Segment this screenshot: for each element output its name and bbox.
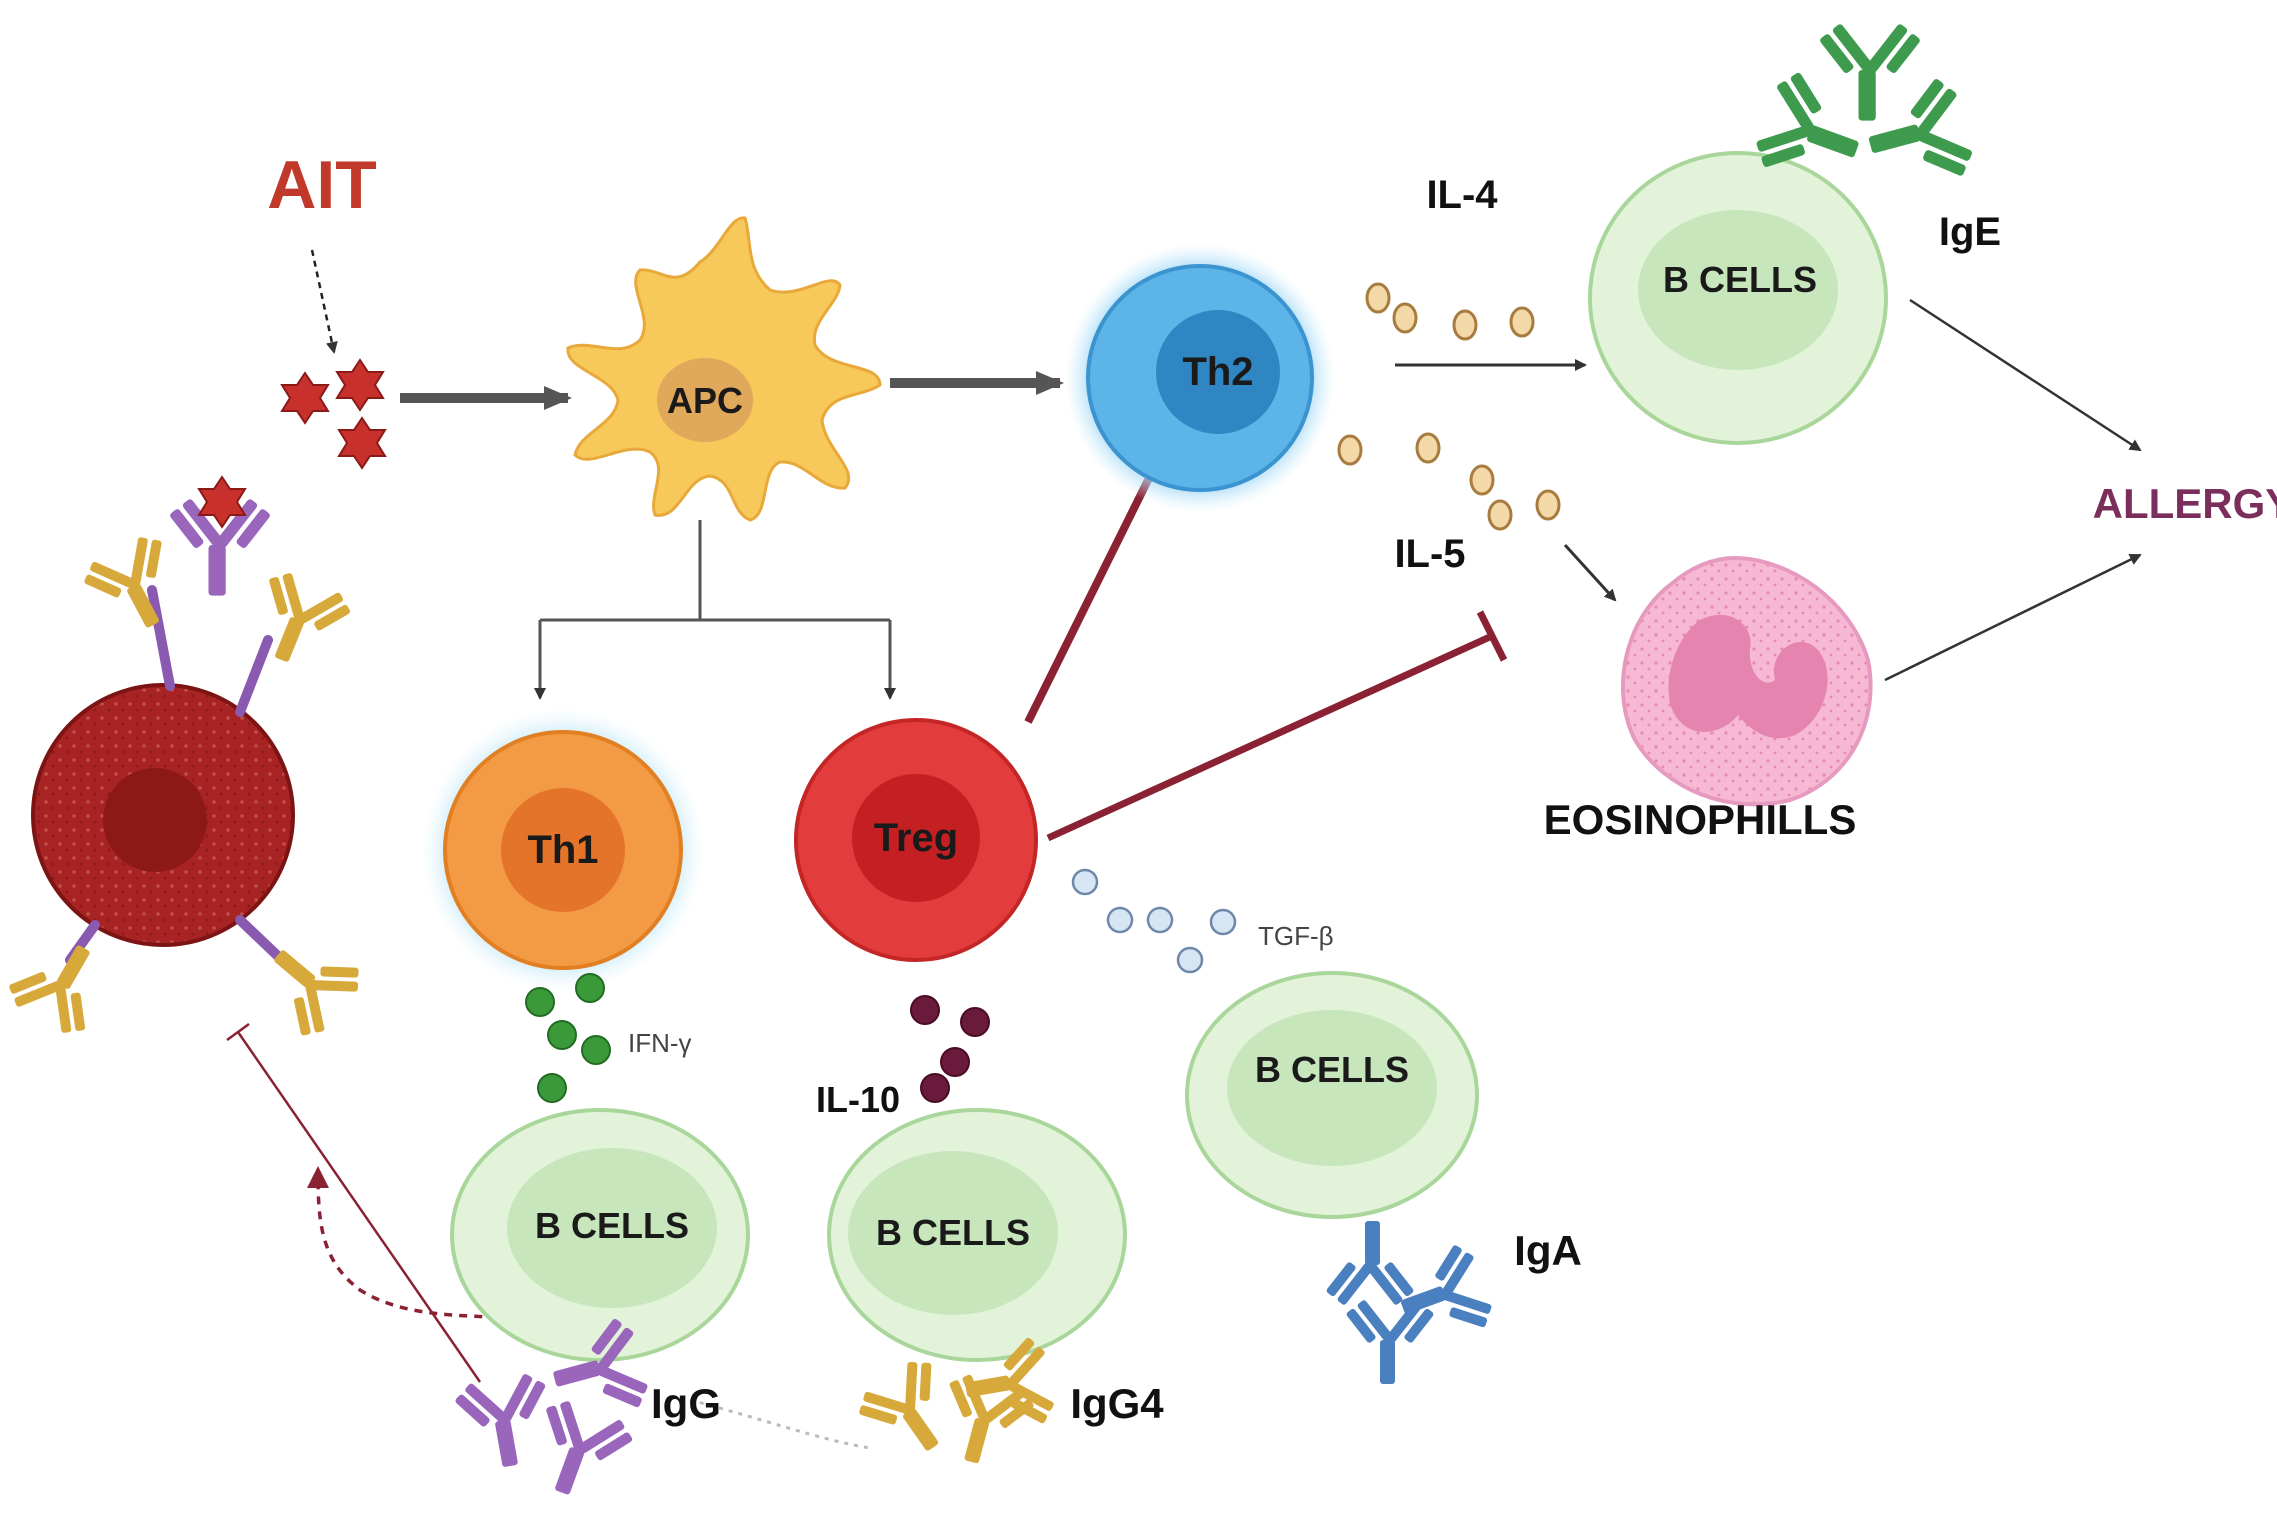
allergy-label: ALLERGY xyxy=(2093,480,2277,527)
th1-nucleus xyxy=(501,788,625,912)
iga-label: IgA xyxy=(1514,1227,1582,1274)
eosinophil-cell xyxy=(1621,555,1873,807)
apc-cell: APC xyxy=(566,216,882,522)
il4-dots xyxy=(1365,282,1535,341)
igg-to-igg4-dotted xyxy=(689,1398,871,1450)
iga-antibody-icon xyxy=(1325,1221,1499,1384)
allergen-star-icon xyxy=(197,475,247,529)
treg-label: Treg xyxy=(874,816,958,860)
b-cell-nucleus xyxy=(1638,210,1838,370)
b-cells-label: B CELLS xyxy=(535,1205,689,1246)
ifn-gamma-dots xyxy=(525,973,611,1103)
il4-label: IL-4 xyxy=(1426,173,1498,217)
treg-cell: Treg xyxy=(794,718,1038,962)
bcells-to-allergy-arrow xyxy=(1909,298,2142,452)
flow-arrows xyxy=(310,249,2142,700)
il5-dots xyxy=(1337,432,1561,531)
allergen-group xyxy=(280,358,387,470)
allergen-star-icon xyxy=(335,358,385,412)
il5-label: IL-5 xyxy=(1394,532,1465,576)
mast-cell-nucleus xyxy=(103,768,207,872)
th2-nucleus xyxy=(1156,310,1280,434)
th1-label: Th1 xyxy=(527,828,598,872)
igg-blocks-mast-cell-bar xyxy=(226,1022,250,1042)
b-cells-igg4: B CELLS xyxy=(827,1108,1127,1362)
il10-label: IL-10 xyxy=(816,1079,900,1120)
apc-label: APC xyxy=(667,380,743,421)
b-cells-igg: B CELLS xyxy=(450,1108,750,1362)
th1-cell: Th1 xyxy=(421,708,705,992)
allergen-star-icon xyxy=(280,371,330,425)
igg4-label: IgG4 xyxy=(1070,1380,1164,1427)
treg-nucleus xyxy=(852,774,980,902)
b-cells-label: B CELLS xyxy=(876,1212,1030,1253)
treg-inhibits-eosinophils xyxy=(1046,632,1494,842)
tgf-beta-label: TGF-β xyxy=(1258,921,1334,951)
ifn-gamma-label: IFN-γ xyxy=(628,1028,692,1058)
il5-to-eosinophils-arrow xyxy=(1563,543,1617,602)
ige-label: IgE xyxy=(1939,210,2001,254)
th2-label: Th2 xyxy=(1182,350,1253,394)
allergen-star-icon xyxy=(337,416,387,470)
igg-dashed-pathway xyxy=(307,1166,607,1359)
b-cells-label: B CELLS xyxy=(1663,259,1817,300)
igg-blocks-mast-cell xyxy=(236,1031,482,1383)
b-cell-nucleus xyxy=(507,1148,717,1308)
tgf-beta-dots xyxy=(1071,868,1237,974)
b-cells-iga: B CELLS xyxy=(1185,971,1479,1219)
b-cells-label: B CELLS xyxy=(1255,1049,1409,1090)
il10-dots xyxy=(910,995,990,1103)
b-cell-nucleus xyxy=(848,1151,1058,1315)
eosinophil-nucleus xyxy=(1668,614,1828,739)
treg-inhibits-th2 xyxy=(1024,470,1156,724)
eosinophils-to-allergy-arrow xyxy=(1884,553,2142,682)
b-cell-nucleus xyxy=(1227,1010,1437,1166)
th2-cell: Th2 xyxy=(1065,243,1335,513)
ait-title: AIT xyxy=(267,147,377,223)
eosinophils-label: EOSINOPHILLS xyxy=(1544,796,1857,843)
b-cells-ige: B CELLS xyxy=(1588,151,1888,445)
treg-inhibits-eosinophils-bar xyxy=(1476,610,1508,662)
apc-nucleus xyxy=(657,358,753,442)
ait-arrow xyxy=(310,249,338,354)
igg-label: IgG xyxy=(651,1380,721,1427)
mast-cell xyxy=(0,475,370,1046)
